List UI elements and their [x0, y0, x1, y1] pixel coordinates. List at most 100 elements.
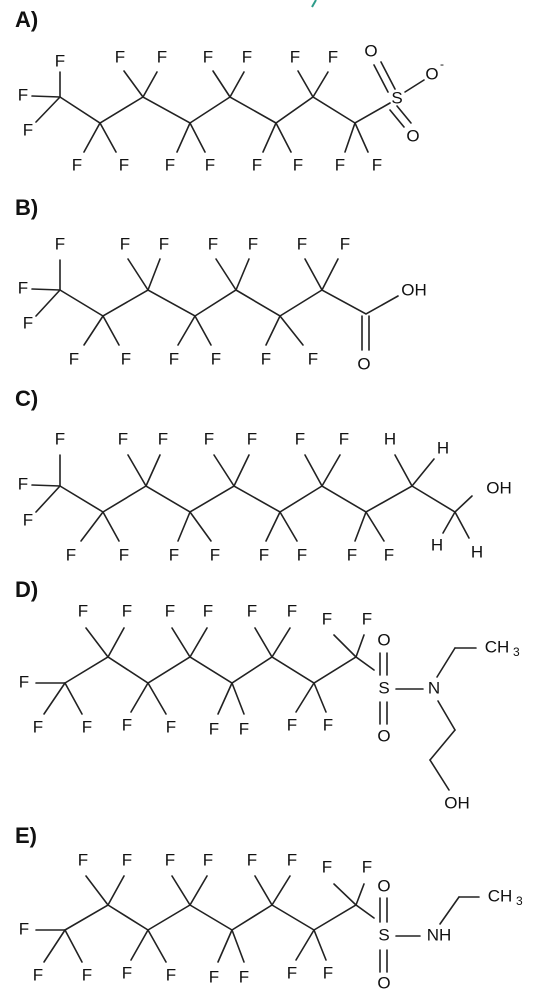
atom-f: F: [347, 545, 357, 564]
bond: [64, 929, 83, 963]
label-c: C): [15, 386, 38, 411]
atom-f: F: [384, 545, 394, 564]
atom-h: H: [431, 535, 443, 554]
bond: [194, 315, 212, 346]
bond: [171, 627, 191, 658]
bond: [31, 484, 61, 487]
label-e: E): [15, 823, 37, 848]
atom-f: F: [33, 717, 43, 736]
atom-f: F: [239, 719, 249, 738]
bond: [271, 875, 291, 906]
bond: [365, 511, 385, 542]
atom-oh: OH: [401, 280, 427, 299]
atom-f: F: [247, 601, 257, 620]
structure-d: D) F F F F F F F: [15, 577, 520, 812]
atom-f: F: [157, 47, 167, 66]
atom-f: F: [297, 234, 307, 253]
atom-f: F: [259, 545, 269, 564]
bond: [102, 511, 120, 542]
bond: [107, 627, 125, 658]
bond: [454, 511, 470, 539]
atom-d-nitrogen: N: [428, 678, 440, 697]
backbone-a: [59, 96, 391, 124]
bond: [231, 929, 245, 963]
atom-f: F: [287, 715, 297, 734]
bond: [439, 896, 460, 925]
atom-f: F: [308, 349, 318, 368]
atom-oh: OH: [444, 793, 470, 812]
backbone-c: [59, 485, 473, 513]
atom-f: F: [55, 234, 65, 253]
label-a: A): [15, 7, 38, 32]
bond: [344, 122, 356, 153]
atom-f: F: [247, 850, 257, 869]
bond: [411, 458, 435, 487]
label-b: B): [15, 195, 38, 220]
atom-f: F: [122, 601, 132, 620]
backbone-b: [59, 289, 399, 317]
bond: [171, 875, 191, 906]
atom-f: F: [239, 967, 249, 986]
atom-f: F: [165, 601, 175, 620]
bond: [436, 647, 456, 678]
atom-h: H: [384, 429, 396, 448]
atom-f: F: [252, 155, 262, 174]
bond: [355, 634, 365, 658]
bond: [304, 454, 323, 487]
bond: [147, 682, 167, 715]
bond: [321, 454, 341, 487]
atom-f: F: [158, 429, 168, 448]
bond: [213, 454, 235, 487]
atom-h: H: [437, 438, 449, 457]
atom-f: F: [209, 967, 219, 986]
atom-e-sulfur: S: [378, 925, 389, 944]
atom-a-sulfur: S: [391, 88, 402, 107]
atom-f: F: [23, 313, 33, 332]
bond: [354, 511, 367, 542]
atom-f: F: [203, 47, 213, 66]
bond-a-so1: [373, 64, 389, 93]
bond: [333, 883, 357, 906]
atom-f: F: [169, 545, 179, 564]
bond: [354, 122, 369, 153]
atom-f: F: [72, 155, 82, 174]
atom-f: F: [78, 850, 88, 869]
bond: [394, 454, 413, 487]
bond: [295, 682, 315, 713]
structure-b: B) F F F F F F F F F F F F F F F O: [15, 195, 427, 373]
atom-o: O: [357, 354, 370, 373]
bond-a-so3: [404, 79, 425, 93]
bond: [297, 70, 314, 98]
bond: [313, 682, 327, 713]
bond: [217, 682, 233, 715]
atom-f: F: [340, 234, 350, 253]
bond: [279, 315, 304, 346]
bond: [145, 454, 161, 487]
bond: [429, 759, 450, 791]
bond: [217, 929, 233, 963]
bond: [254, 627, 273, 658]
structure-e: E) F F F F F F F F F F F: [15, 823, 523, 991]
bond: [304, 258, 323, 291]
atom-f: F: [119, 545, 129, 564]
bond: [83, 122, 101, 153]
bond: [429, 729, 456, 761]
bond: [43, 929, 66, 963]
bond: [321, 258, 339, 291]
atom-f: F: [18, 474, 28, 493]
bond: [442, 511, 456, 534]
bond: [64, 682, 83, 715]
atom-oh: OH: [486, 478, 512, 497]
atom-h: H: [471, 542, 483, 561]
atom-f: F: [248, 234, 258, 253]
subscript-3: 3: [516, 894, 523, 908]
bond: [215, 258, 237, 291]
bond: [262, 122, 277, 153]
atom-f: F: [203, 850, 213, 869]
atom-f: F: [19, 919, 29, 938]
atom-f: F: [323, 963, 333, 982]
atom-f: F: [119, 155, 129, 174]
bond: [235, 258, 250, 291]
